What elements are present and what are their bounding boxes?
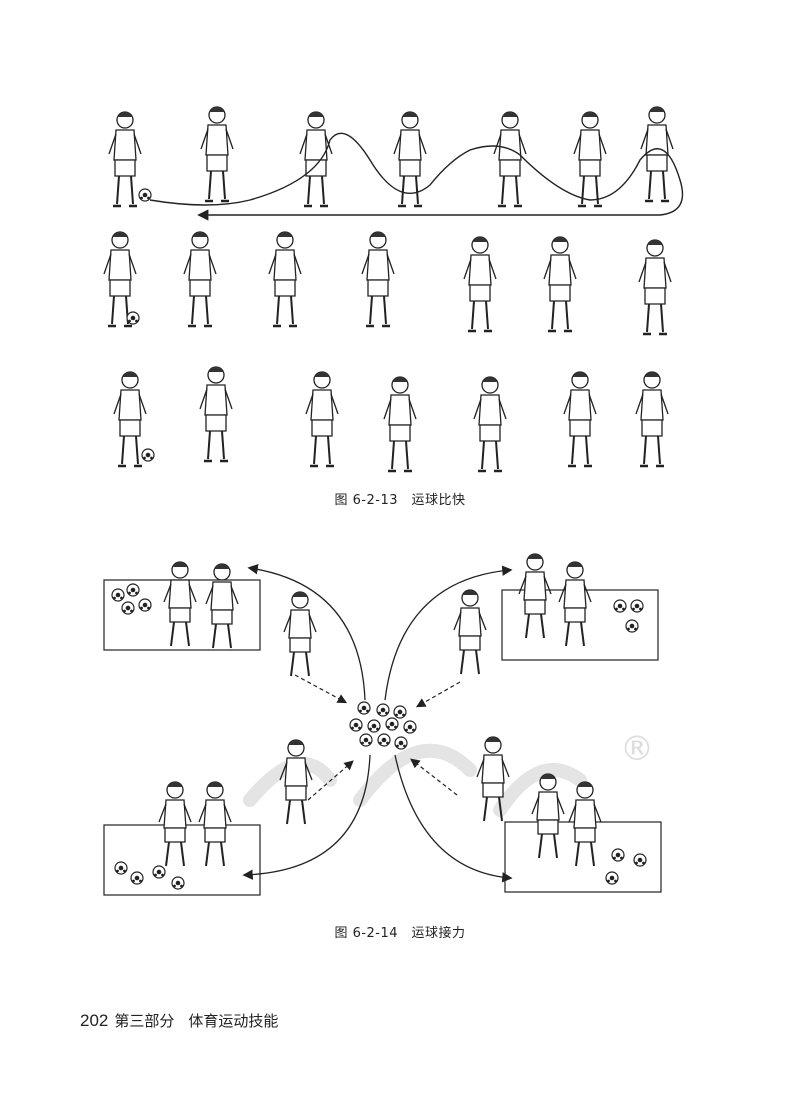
soccer-ball-icon bbox=[126, 311, 140, 325]
soccer-ball-icon bbox=[152, 865, 166, 879]
soccer-ball-icon bbox=[121, 601, 135, 615]
person-figure-icon bbox=[198, 365, 234, 463]
person-figure-icon bbox=[182, 230, 218, 328]
soccer-ball-icon bbox=[357, 701, 371, 715]
person-figure-icon bbox=[279, 739, 313, 825]
soccer-ball-icon bbox=[633, 853, 647, 867]
row-2-players bbox=[102, 230, 673, 336]
figure-caption-6-2-14: 图 6-2-14 运球接力 bbox=[334, 926, 466, 941]
watermark-mark: ® bbox=[620, 729, 654, 769]
person-figure-icon bbox=[304, 370, 340, 468]
soccer-ball-icon bbox=[141, 448, 155, 462]
person-figure-icon bbox=[107, 110, 143, 208]
person-figure-icon bbox=[558, 561, 592, 647]
dribble-race-illustration bbox=[102, 105, 684, 473]
soccer-ball-icon bbox=[385, 717, 399, 731]
soccer-ball-icon bbox=[114, 861, 128, 875]
arrow-icon bbox=[307, 760, 354, 801]
soccer-ball-icon bbox=[171, 876, 185, 890]
person-figure-icon bbox=[572, 110, 608, 208]
arrow-icon bbox=[384, 565, 513, 701]
soccer-ball-icon bbox=[377, 733, 391, 747]
figure-dribble-race bbox=[0, 100, 800, 480]
arrow-icon bbox=[242, 754, 371, 880]
soccer-ball-icon bbox=[138, 188, 152, 202]
soccer-ball-icon bbox=[126, 583, 140, 597]
person-figure-icon bbox=[360, 230, 396, 328]
figure-caption-6-2-13: 图 6-2-13 运球比快 bbox=[334, 493, 466, 508]
soccer-ball-icon bbox=[403, 720, 417, 734]
page-footer: 202 第三部分体育运动技能 bbox=[80, 1010, 278, 1031]
page-number: 202 bbox=[80, 1011, 109, 1030]
person-figure-icon bbox=[382, 375, 418, 473]
person-figure-icon bbox=[492, 110, 528, 208]
soccer-ball-icon bbox=[605, 871, 619, 885]
arrow-icon bbox=[410, 758, 458, 796]
soccer-ball-icon bbox=[376, 703, 390, 717]
person-figure-icon bbox=[199, 105, 235, 203]
person-figure-icon bbox=[158, 781, 192, 867]
section-label: 第三部分 bbox=[114, 1012, 175, 1030]
person-figure-icon bbox=[637, 238, 673, 336]
soccer-ball-icon bbox=[613, 599, 627, 613]
person-figure-icon bbox=[267, 230, 303, 328]
soccer-ball-icon bbox=[625, 619, 639, 633]
person-figure-icon bbox=[205, 563, 239, 649]
person-figure-icon bbox=[112, 370, 148, 468]
person-figure-icon bbox=[531, 773, 565, 859]
soccer-ball-icon bbox=[393, 705, 407, 719]
person-figure-icon bbox=[198, 781, 232, 867]
person-figure-icon bbox=[518, 553, 552, 639]
center-ball-pile bbox=[349, 701, 417, 750]
person-figure-icon bbox=[472, 375, 508, 473]
soccer-ball-icon bbox=[359, 733, 373, 747]
row-3-players bbox=[112, 365, 670, 473]
dribble-relay-illustration: ® bbox=[103, 553, 662, 896]
soccer-ball-icon bbox=[138, 598, 152, 612]
soccer-ball-icon bbox=[111, 588, 125, 602]
person-figure-icon bbox=[562, 370, 598, 468]
chapter-label: 体育运动技能 bbox=[188, 1012, 279, 1030]
soccer-ball-icon bbox=[130, 871, 144, 885]
soccer-ball-icon bbox=[349, 718, 363, 732]
person-figure-icon bbox=[392, 110, 428, 208]
soccer-ball-icon bbox=[367, 719, 381, 733]
arrow-icon bbox=[247, 564, 366, 701]
dribble-path-arrow bbox=[149, 132, 684, 221]
person-figure-icon bbox=[283, 591, 317, 677]
person-figure-icon bbox=[568, 781, 602, 867]
arrow-icon bbox=[294, 674, 348, 704]
soccer-ball-icon bbox=[630, 599, 644, 613]
person-figure-icon bbox=[462, 235, 498, 333]
person-figure-icon bbox=[298, 110, 334, 208]
soccer-ball-icon bbox=[611, 848, 625, 862]
person-figure-icon bbox=[634, 370, 670, 468]
row-1-players bbox=[107, 105, 675, 208]
soccer-ball-icon bbox=[394, 736, 408, 750]
arrow-icon bbox=[394, 754, 513, 883]
person-figure-icon bbox=[542, 235, 578, 333]
person-figure-icon bbox=[453, 589, 487, 675]
person-figure-icon bbox=[163, 561, 197, 647]
arrow-icon bbox=[415, 681, 461, 708]
figure-dribble-relay: ® bbox=[0, 550, 800, 910]
